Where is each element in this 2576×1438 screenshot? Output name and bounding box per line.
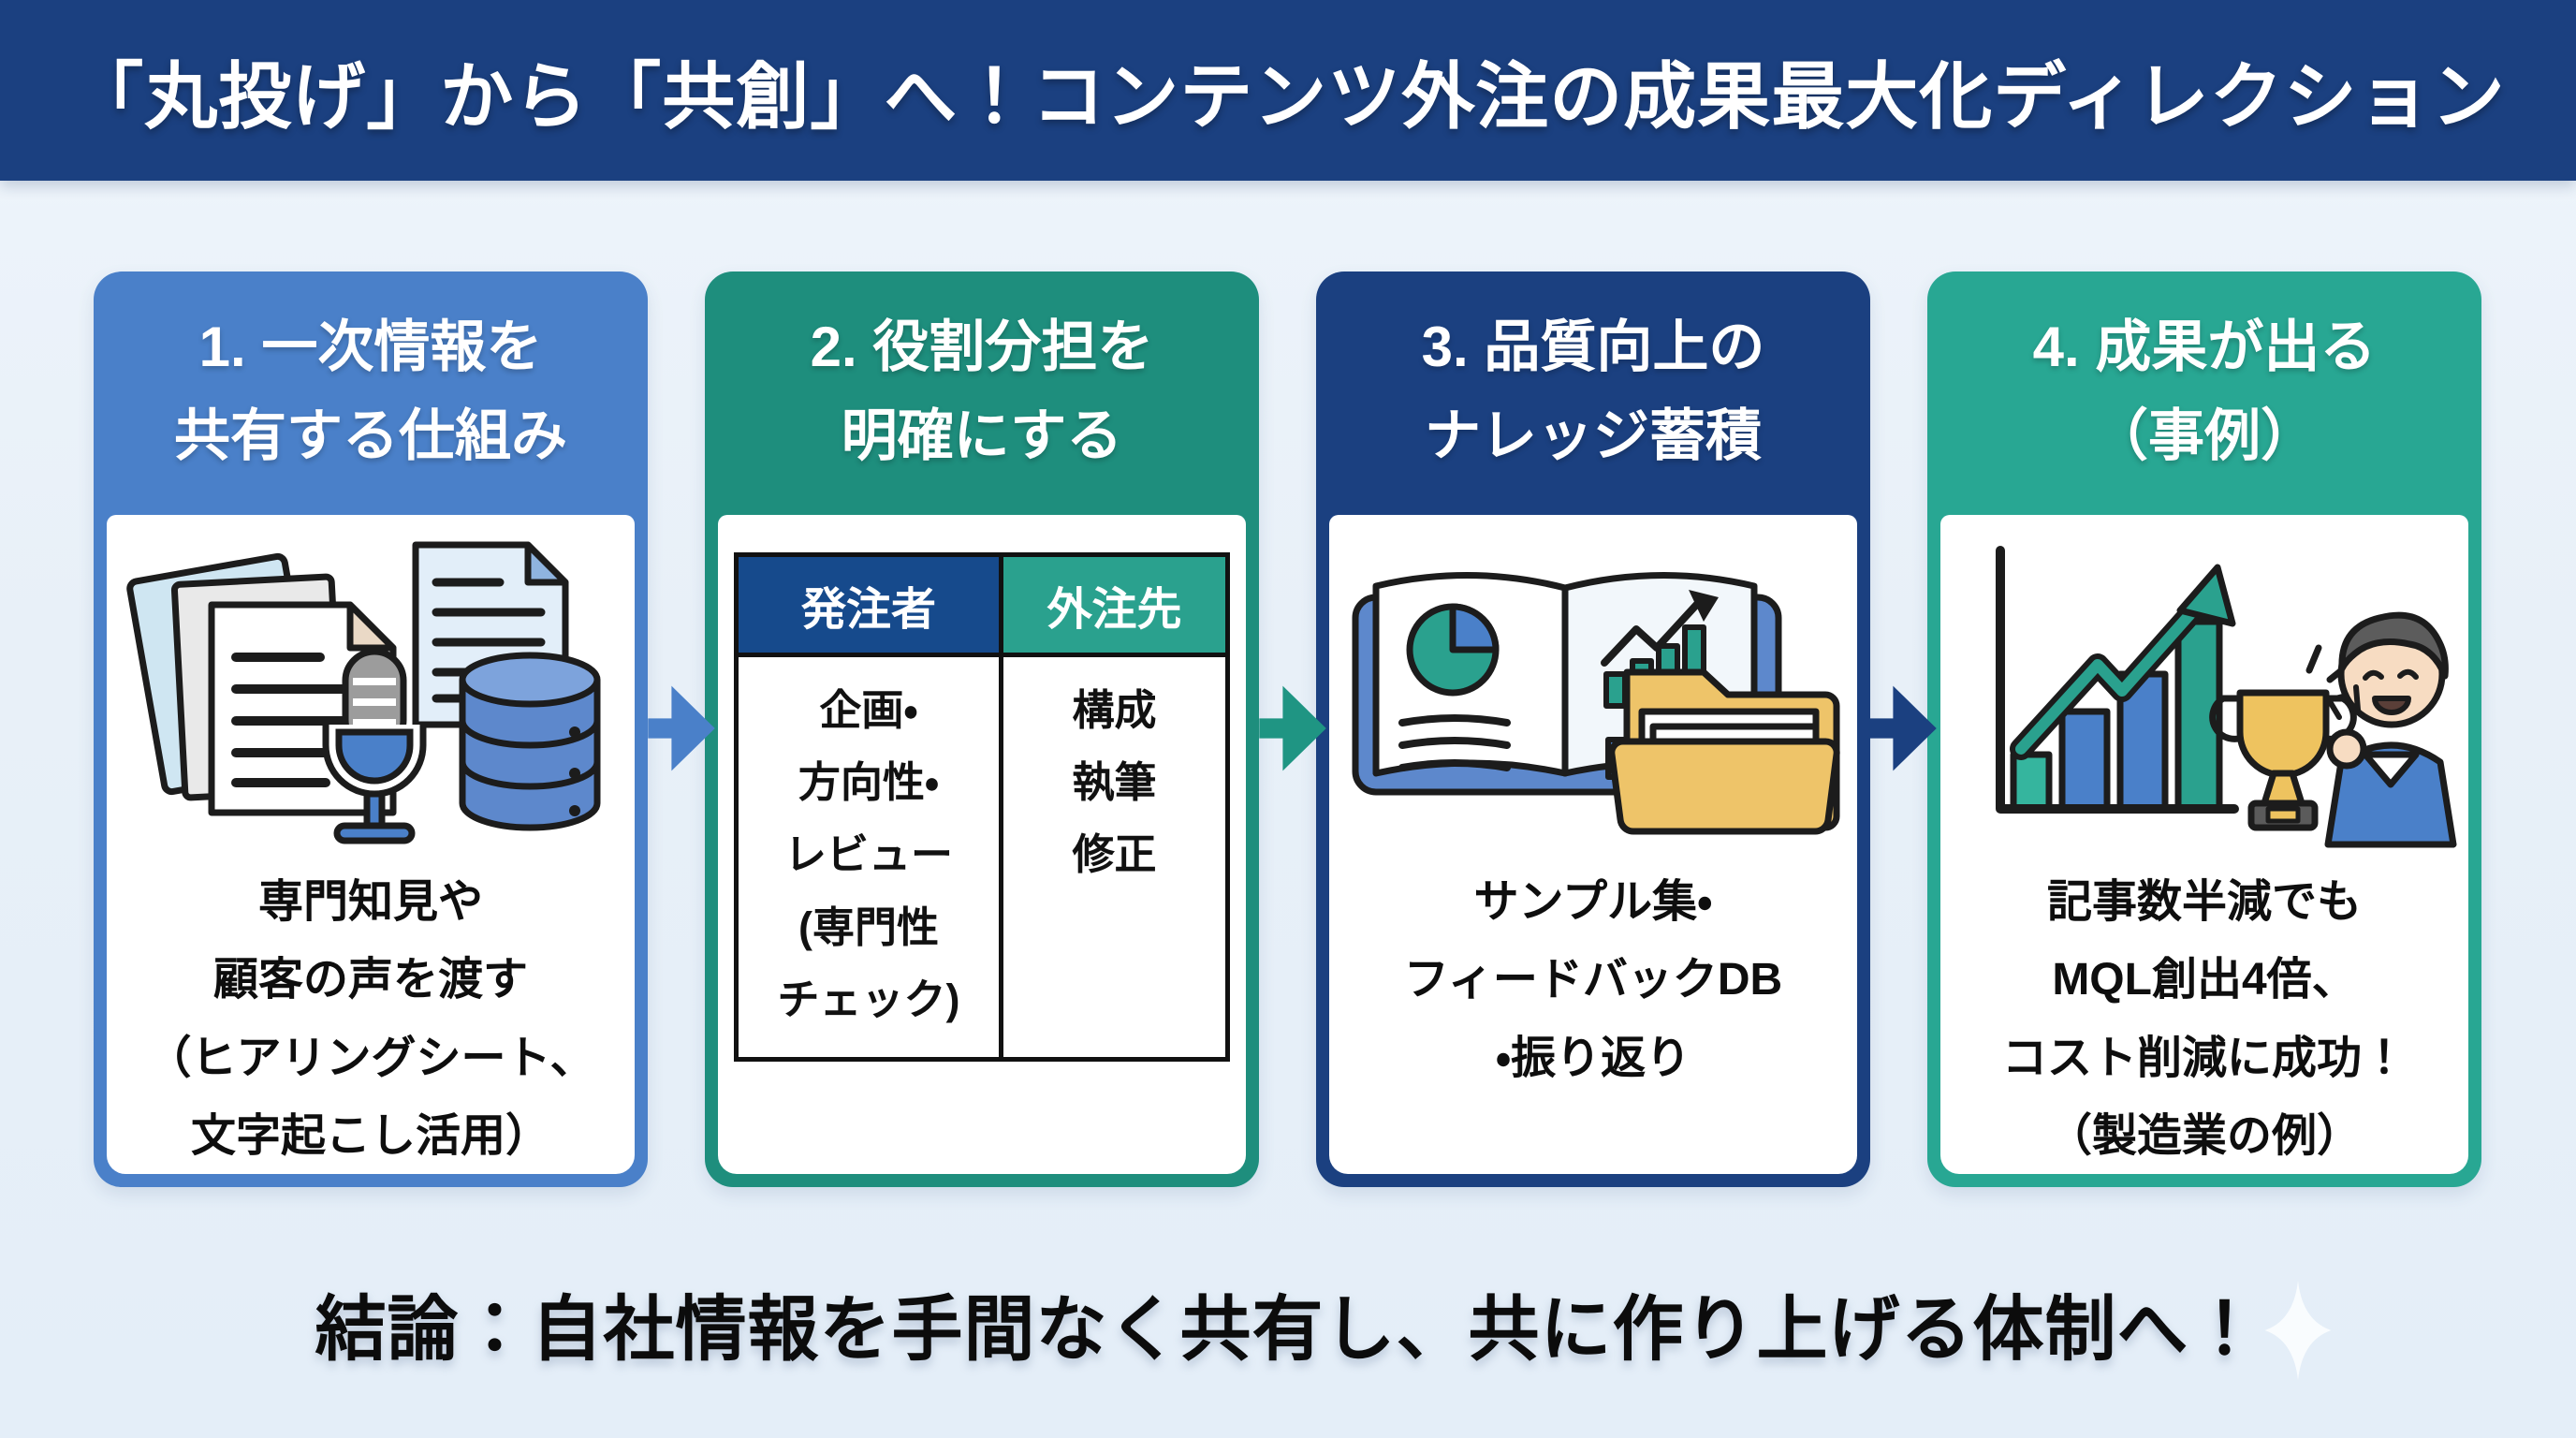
role-table-header-client: 発注者 [733,551,1004,657]
step-2-panel: 発注者 外注先 企画・ 方向性・ レビュー (専門性 チェック) 構成 執筆 修… [718,514,1246,1174]
step-card-4: 4. 成果が出る （事例） [1927,271,2481,1187]
role-table-header-vendor: 外注先 [999,551,1230,657]
step-4-panel: 記事数半減でも MQL創出4倍、 コスト削減に成功！ （製造業の例） [1940,514,2468,1174]
step-card-3: 3. 品質向上の ナレッジ蓄積 [1316,271,1870,1187]
step-4-title: 4. 成果が出る （事例） [2032,315,2377,467]
table-row: 企画・ 方向性・ レビュー (専門性 チェック) 構成 執筆 修正 [733,652,1230,1062]
arrow-right-icon [1259,685,1326,771]
step-4-illustration [1996,545,2457,848]
title-banner: 「丸投げ」から「共創」へ！コンテンツ外注の成果最大化ディレクション [0,0,2576,181]
step-4-text: 記事数半減でも MQL創出4倍、 コスト削減に成功！ （製造業の例） [2001,876,2407,1162]
step-2-title: 2. 役割分担を 明確にする [810,315,1154,467]
arrow-right-icon [648,685,715,771]
step-3-text: サンプル集・ フィードバックDB ・振り返り [1403,876,1783,1083]
step-3-illustration [1352,571,1840,835]
arrow-right-icon [1869,685,1937,771]
database-icon [459,652,601,831]
sparkle-icon [2264,1281,2332,1380]
step-card-1: 1. 一次情報を 共有する仕組み [94,271,648,1187]
step-3-panel: サンプル集・ フィードバックDB ・振り返り [1329,514,1857,1174]
role-table-cell-vendor: 構成 執筆 修正 [999,652,1230,1062]
step-card-2: 2. 役割分担を 明確にする 発注者 外注先 企画・ 方向性・ レビュー (専門… [705,271,1259,1187]
step-3-title: 3. 品質向上の ナレッジ蓄積 [1421,315,1765,467]
happy-person-icon [2324,611,2457,848]
folder-icon [1608,668,1840,835]
step-1-text: 専門知見や 顧客の声を渡す （ヒアリングシート、 文字起こし活用） [146,876,595,1162]
trophy-icon [2209,644,2364,831]
step-1-panel: 専門知見や 顧客の声を渡す （ヒアリングシート、 文字起こし活用） [107,514,635,1174]
role-table: 発注者 外注先 企画・ 方向性・ レビュー (専門性 チェック) 構成 執筆 修… [733,551,1230,1062]
conclusion-text: 結論：自社情報を手間なく共有し、共に作り上げる体制へ！ [315,1290,2261,1370]
step-1-illustration [126,541,601,844]
step-1-title: 1. 一次情報を 共有する仕組み [174,315,567,467]
documents-icon [126,552,397,816]
growth-chart-icon [1996,545,2239,814]
role-table-cell-client: 企画・ 方向性・ レビュー (専門性 チェック) [733,652,1004,1062]
conclusion-bar: 結論：自社情報を手間なく共有し、共に作り上げる体制へ！ [0,1271,2576,1374]
main-title: 「丸投げ」から「共創」へ！コンテンツ外注の成果最大化ディレクション [70,54,2506,138]
microphone-icon [322,648,427,844]
steps-row: 1. 一次情報を 共有する仕組み [94,271,2482,1187]
